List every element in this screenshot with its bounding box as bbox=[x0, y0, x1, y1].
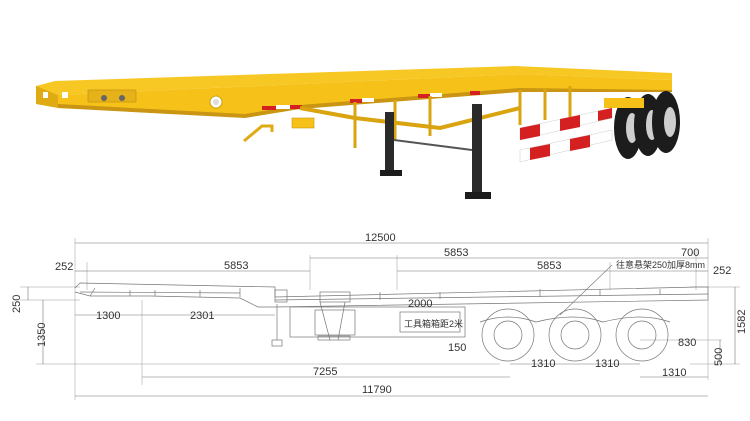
dim-gooseneck-height: 250 bbox=[11, 295, 23, 313]
dim-landing-note: 往意悬架250加厚8mm bbox=[616, 259, 705, 270]
dim-wheel-radius: 500 bbox=[713, 348, 725, 366]
trailer-illustration bbox=[36, 66, 680, 199]
dim-toolbox-label: 工具箱箱距2米 bbox=[404, 318, 463, 329]
dim-rear-axle-to-end: 830 bbox=[678, 337, 696, 349]
landing-gear bbox=[380, 104, 491, 199]
dim-span-2: 5853 bbox=[444, 247, 468, 259]
extension-lines bbox=[20, 238, 740, 400]
dim-overall-length-bottom: 11790 bbox=[362, 384, 392, 396]
dim-gooseneck-length: 2301 bbox=[190, 310, 214, 322]
dim-rear-spacing: 1310 bbox=[662, 367, 686, 379]
deck-side-shadow bbox=[58, 88, 672, 118]
dim-axle-spacing-2: 1310 bbox=[595, 358, 619, 370]
dim-kingpin-offset: 1300 bbox=[96, 310, 120, 322]
dimension-lines bbox=[27, 242, 736, 397]
front-lamp bbox=[43, 92, 48, 98]
dim-overall-height: 1582 bbox=[736, 310, 748, 334]
cross-members bbox=[353, 86, 572, 148]
wheels bbox=[479, 308, 671, 362]
rear-side-guard bbox=[519, 107, 613, 163]
dim-axle-spacing-1: 1310 bbox=[531, 358, 555, 370]
tires bbox=[614, 91, 680, 159]
note-leader bbox=[559, 264, 613, 316]
dim-rear-offset: 700 bbox=[681, 247, 699, 259]
dim-deck-height: 1350 bbox=[36, 323, 48, 347]
dim-kingpin-to-axle: 7255 bbox=[313, 366, 337, 378]
reflective-strips bbox=[262, 91, 480, 110]
deck-top bbox=[36, 66, 672, 95]
dim-spare-offset: 150 bbox=[448, 342, 466, 354]
dim-span-1: 5853 bbox=[224, 260, 248, 272]
dim-overall-length-top: 12500 bbox=[365, 232, 396, 244]
dim-toolbox-length: 2000 bbox=[408, 298, 432, 310]
dim-span-3: 5853 bbox=[537, 260, 561, 272]
dim-front-overhang: 252 bbox=[55, 261, 73, 273]
chassis-outline bbox=[74, 282, 709, 347]
dim-rear-overhang: 252 bbox=[713, 265, 731, 277]
